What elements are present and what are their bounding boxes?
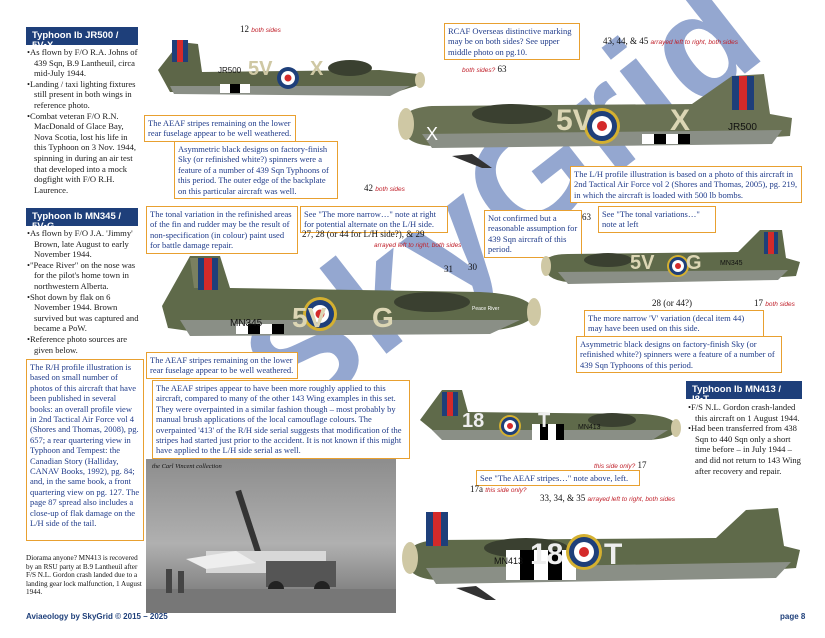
callout-63-mn345: 63: [582, 212, 591, 222]
jr500-bullets: As flown by F/O R.A. Johns of 439 Sqn, B…: [27, 47, 139, 195]
mn413-bullet: F/S N.L. Gordon crash-landed this aircra…: [688, 402, 802, 423]
callout-17a: 17a this side only?: [470, 484, 526, 494]
mn345-rh-profile: [538, 224, 803, 304]
mn345-note-notconfirmed: Not confirmed but a reasonable assumptio…: [484, 210, 582, 258]
callout-43: 43, 44, & 45 arrayed left to right, both…: [603, 36, 738, 46]
jr500-note-spinner: Asymmetric black designs on factory-fini…: [174, 141, 338, 200]
callout-63: both sides? 63: [462, 64, 507, 74]
callout-63-note: both sides?: [462, 67, 496, 74]
callout-12: 12 both sides: [240, 24, 281, 34]
jr500-lh-serial: JR500: [218, 66, 242, 75]
mn345-bullet: Reference photo sources are given below.: [27, 334, 139, 355]
jr500-bullet: Combat veteran F/O R.N. MacDonald of Gla…: [27, 111, 139, 196]
mn345-bullet: Shot down by flak on 6 November 1944. Br…: [27, 292, 139, 334]
callout-17-mn413-note: this side only?: [594, 463, 636, 470]
jr500-bullet: Landing / taxi lighting fixtures still p…: [27, 79, 139, 111]
jr500-rh-serial: JR500: [728, 122, 757, 133]
mn345-note-v: The more narrow 'V' variation (decal ite…: [584, 310, 764, 337]
callout-43-num: 43, 44, & 45: [603, 36, 649, 46]
jr500-rh-profile: [392, 56, 802, 186]
jr500-note-aeaf: The AEAF stripes remaining on the lower …: [144, 115, 296, 142]
mn345-lh-serial: MN345: [230, 318, 263, 329]
mn345-rh-code-g: G: [686, 252, 702, 274]
callout-12-num: 12: [240, 24, 249, 34]
mn345-bullet: "Peace River" on the nose was for the pi…: [27, 260, 139, 292]
callout-17-num: 17: [754, 298, 763, 308]
mn345-rh-serial: MN345: [720, 260, 743, 267]
callout-12-note: both sides: [251, 27, 281, 34]
mn345-lh-code-g: G: [372, 302, 394, 333]
jr500-note-rcaf: RCAF Overseas distinctive marking may be…: [444, 23, 580, 61]
callout-27-note: arrayed left to right, both sides: [374, 239, 461, 249]
jr500-bullet: As flown by F/O R.A. Johns of 439 Sqn, B…: [27, 47, 139, 79]
callout-42-num: 42: [364, 183, 373, 193]
mn345-note-aeaf: The AEAF stripes remaining on the lower …: [146, 352, 298, 379]
mn413-header: Typhoon Ib MN413 / I8•T: [686, 381, 802, 405]
mn413-bullets: F/S N.L. Gordon crash-landed this aircra…: [688, 402, 802, 476]
callout-17a-note: this side only?: [485, 487, 527, 494]
jr500-note-lh: The L/H profile illustration is based on…: [570, 166, 802, 204]
callout-33-num: 33, 34, & 35: [540, 493, 586, 503]
footer-copyright: Aviaeology by SkyGrid © 2015 – 2025: [26, 612, 168, 621]
jr500-rh-code: 5V: [556, 104, 593, 137]
callout-33: 33, 34, & 35 arrayed left to right, both…: [540, 493, 675, 503]
mn345-rh-note: The R/H profile illustration is based on…: [26, 359, 144, 541]
callout-33-note: arrayed left to right, both sides: [587, 496, 675, 503]
jr500-lh-code: 5V: [248, 58, 273, 80]
mn345-note-tonal: The tonal variation in the refinished ar…: [146, 206, 298, 254]
mn413-note-see-aeaf: See "The AEAF stripes…" note above, left…: [476, 470, 640, 487]
mn345-rh-code: 5V: [630, 252, 655, 274]
callout-31: 31: [444, 264, 453, 274]
callout-63-num: 63: [497, 64, 507, 74]
mn413-lh-code-18: 18: [462, 410, 485, 432]
callout-30: 30: [468, 262, 477, 272]
callout-43-note: arrayed left to right, both sides: [650, 39, 738, 46]
mn345-bullets: As flown by F/O J.A. 'Jimmy' Brown, late…: [27, 228, 139, 355]
page-number: page 8: [780, 612, 806, 621]
callout-17a-num: 17a: [470, 484, 483, 494]
callout-28: 28 (or 44?): [652, 298, 692, 308]
jr500-header: Typhoon Ib JR500 / 5V•X: [26, 27, 138, 51]
callout-42: 42 both sides: [364, 183, 405, 193]
mn413-lh-code-t: T: [538, 410, 551, 432]
callout-27: 27, 28 (or 44 for L/H side?), & 29: [302, 229, 424, 239]
mn413-lh-profile: [412, 380, 682, 460]
mn413-note-aeaf: The AEAF stripes appear to have been mor…: [152, 380, 410, 459]
jr500-rh-nose-x: X: [426, 124, 439, 144]
mn413-rh-code-t: T: [604, 538, 623, 571]
mn413-rh-code-18: 18: [530, 538, 564, 571]
mn345-note-seetonal: See "The tonal variations…" note at left: [598, 206, 716, 233]
callout-17-mn413: this side only? 17: [594, 460, 646, 470]
jr500-lh-profile: [150, 30, 430, 122]
mn413-diorama: Diorama anyone? MN413 is recovered by an…: [26, 554, 142, 597]
mn413-lh-serial: MN413: [578, 424, 601, 431]
callout-17-note: both sides: [765, 301, 795, 308]
mn345-nose-text: Peace River: [472, 306, 500, 312]
mn413-photo: [146, 459, 396, 613]
mn413-rh-serial: MN413: [494, 556, 524, 566]
mn345-lh-profile: [150, 248, 545, 363]
mn413-bullet: Had been transferred from 438 Sqn to 440…: [688, 423, 802, 476]
mn413-photo-credit: the Carl Vincent collection: [152, 463, 222, 470]
callout-27-note-text: arrayed left to right, both sides: [374, 242, 462, 249]
callout-42-note: both sides: [375, 186, 405, 193]
mn413-rh-profile: [396, 496, 806, 614]
callout-17-mn413-num: 17: [637, 460, 647, 470]
mn345-lh-code: 5V: [292, 302, 327, 333]
jr500-rh-code-x: X: [670, 104, 691, 137]
mn345-bullet: As flown by F/O J.A. 'Jimmy' Brown, late…: [27, 228, 139, 260]
mn345-note-spinner: Asymmetric black designs on factory-fini…: [576, 336, 782, 374]
mn345-note-narrower: See "The more narrow…" note at right for…: [300, 206, 448, 233]
callout-17-mn345: 17 both sides: [754, 298, 795, 308]
callout-27-num: 27, 28 (or 44 for L/H side?), & 29: [302, 229, 425, 239]
mn345-header: Typhoon Ib MN345 / 5V•G: [26, 208, 138, 232]
jr500-lh-code-x: X: [310, 58, 324, 80]
